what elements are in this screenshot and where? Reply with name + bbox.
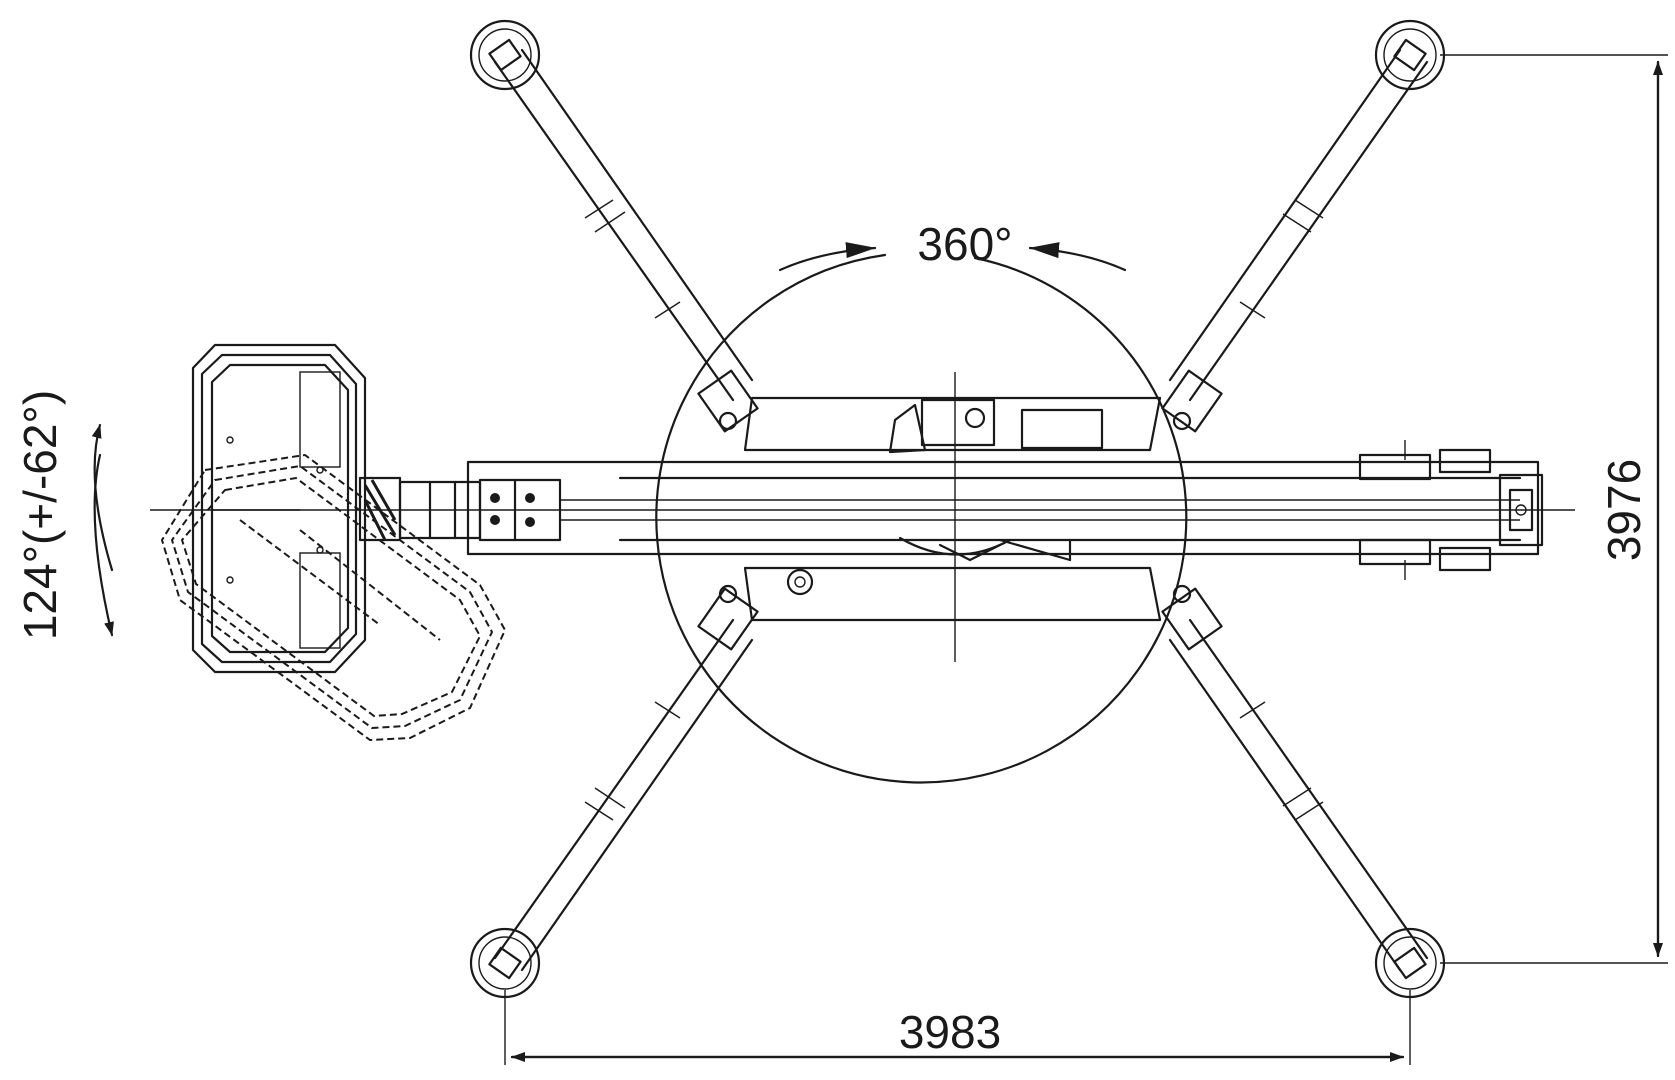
basket-rotation-label: 124°(+/-62°) (14, 390, 66, 640)
outrigger-rear-right (1161, 584, 1429, 972)
basket (191, 343, 367, 674)
turret-rotation-label: 360° (917, 218, 1012, 270)
basket-rotation-arc (91, 423, 114, 637)
foot-pad-rear-left (469, 927, 541, 999)
jib-head (358, 476, 562, 542)
centerlines (150, 372, 1575, 662)
outrigger-rear-left (493, 584, 759, 972)
foot-pad-front-left (469, 19, 541, 91)
dimension-width (504, 990, 1411, 1065)
chassis (743, 396, 1162, 622)
boom (466, 440, 1544, 580)
foot-pad-rear-right (1374, 927, 1446, 999)
basket-rotated-outline (160, 453, 507, 742)
outrigger-front-right (1161, 48, 1429, 433)
dimension-height-label: 3976 (1598, 459, 1650, 561)
turret-rotation-circle (655, 242, 1188, 784)
outrigger-front-left (493, 48, 759, 433)
foot-pad-front-right (1374, 19, 1446, 91)
dimension-height (1440, 54, 1668, 964)
dimension-width-label: 3983 (899, 1006, 1001, 1058)
